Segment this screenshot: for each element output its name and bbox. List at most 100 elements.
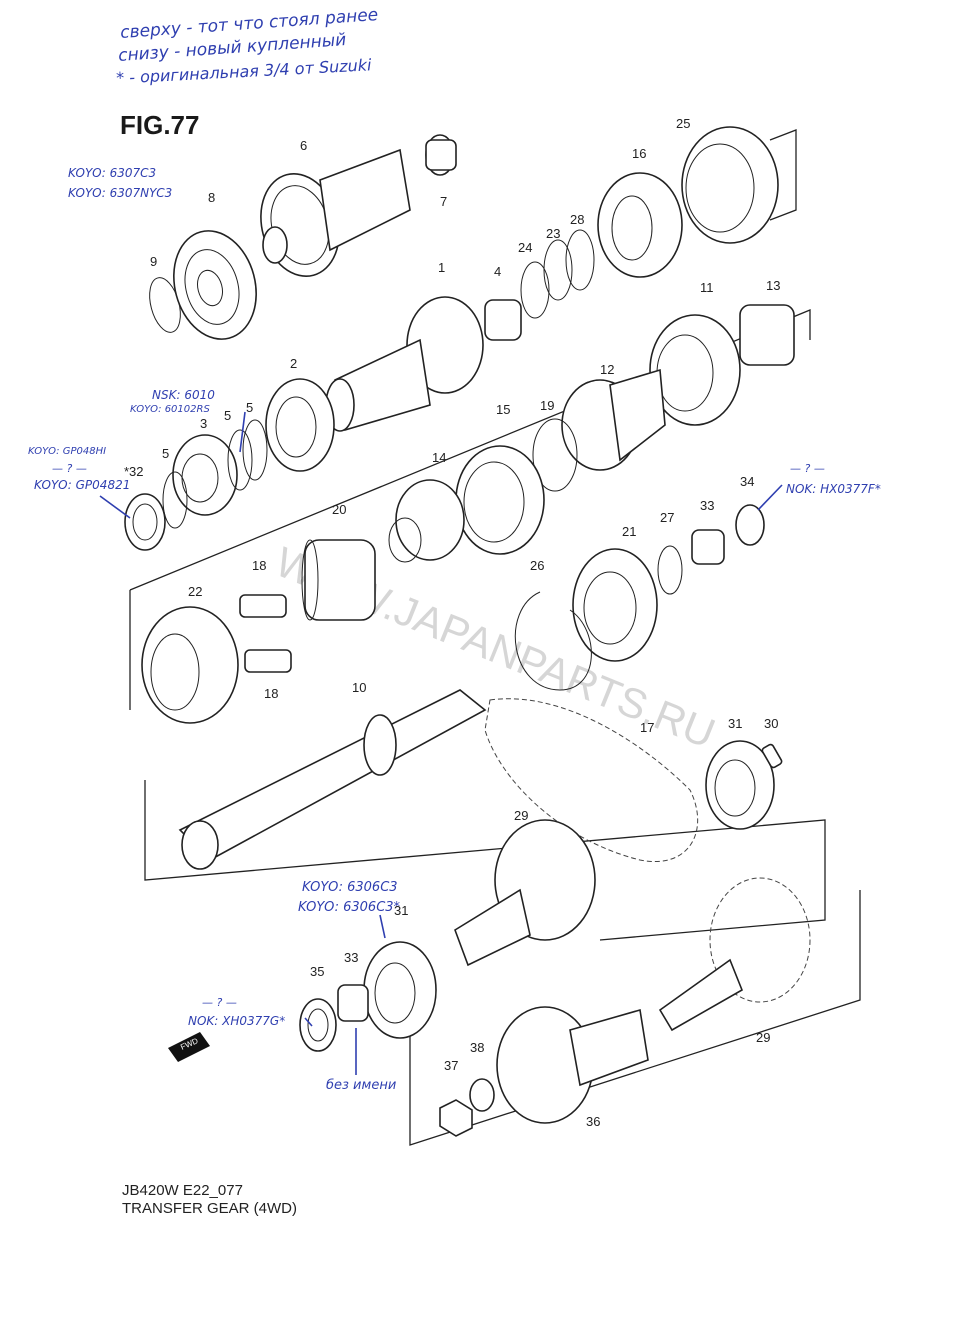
part-21-bearing xyxy=(572,548,658,662)
part-26-circlip xyxy=(514,591,592,691)
note-nok-hx0377f: NOK: HX0377F* xyxy=(786,482,881,496)
callout-22: 22 xyxy=(188,584,202,599)
part-2-bearing xyxy=(265,378,335,472)
note-question-left: — ? — xyxy=(52,462,87,475)
callout-36: 36 xyxy=(586,1114,600,1129)
callout-1: 1 xyxy=(438,260,445,275)
fwd-arrow-icon: FWD xyxy=(168,1032,210,1062)
callout-11: 11 xyxy=(700,280,714,295)
note-question-right: — ? — xyxy=(790,462,825,475)
part-36-flange xyxy=(496,1006,649,1124)
callout-31b: 31 xyxy=(394,903,408,918)
callout-20: 20 xyxy=(332,502,346,517)
callout-23: 23 xyxy=(546,226,560,241)
part-20-needle-bearing xyxy=(301,539,376,621)
callout-26: 26 xyxy=(530,558,544,573)
callout-17: 17 xyxy=(640,720,654,735)
part-30-pin xyxy=(761,743,783,769)
note-koyo-gp048hi: KOYO: GP048HI xyxy=(28,446,107,457)
part-13-needle-bearing xyxy=(739,304,795,366)
callout-6: 6 xyxy=(300,138,307,153)
part-10-main-shaft xyxy=(178,689,487,870)
callout-9: 9 xyxy=(150,254,157,269)
part-16-gear xyxy=(597,172,683,278)
callout-16: 16 xyxy=(632,146,646,161)
callout-5c: 5 xyxy=(162,446,169,461)
callout-38: 38 xyxy=(470,1040,484,1055)
section-frames xyxy=(129,129,861,1146)
callout-7: 7 xyxy=(440,194,447,209)
note-koyo-6306-new: KOYO: 6306C3* xyxy=(298,900,401,915)
callout-13: 13 xyxy=(766,278,780,293)
callout-28: 28 xyxy=(570,212,584,227)
part-19-ring xyxy=(532,418,578,492)
callout-3: 3 xyxy=(200,416,207,431)
callout-29a: 29 xyxy=(514,808,528,823)
callout-32: *32 xyxy=(124,464,144,479)
callout-14: 14 xyxy=(432,450,446,465)
callout-29b: 29 xyxy=(756,1030,770,1045)
callout-18b: 18 xyxy=(264,686,278,701)
callout-labels: 1 2 3 4 5 5 5 6 7 8 9 10 11 12 13 14 15 … xyxy=(124,116,780,1129)
callout-5a: 5 xyxy=(224,408,231,423)
part-6-gear-shaft xyxy=(260,148,411,277)
part-29-sprocket-dashed xyxy=(658,877,811,1032)
callout-21: 21 xyxy=(622,524,636,539)
part-35-seal xyxy=(299,998,337,1052)
callout-2: 2 xyxy=(290,356,297,371)
note-koyo-60102rs: KOYO: 60102RS xyxy=(130,404,210,415)
part-22-gear xyxy=(141,606,239,724)
part-3-bearing xyxy=(172,434,238,516)
note-koyo-gp04821: KOYO: GP04821 xyxy=(34,478,131,492)
callout-35: 35 xyxy=(310,964,324,979)
part-27-snap-ring xyxy=(657,545,683,595)
part-8-bearing xyxy=(173,230,257,340)
callout-33b: 33 xyxy=(344,950,358,965)
part-31-bearing-bottom xyxy=(363,941,437,1039)
part-34-seal xyxy=(735,504,765,546)
callout-12: 12 xyxy=(600,362,614,377)
callout-5b: 5 xyxy=(246,400,253,415)
part-38-washer xyxy=(469,1078,495,1112)
callout-18a: 18 xyxy=(252,558,266,573)
part-29-sprocket-shaft xyxy=(454,819,596,967)
callout-15: 15 xyxy=(496,402,510,417)
callout-8: 8 xyxy=(208,190,215,205)
part-37-nut xyxy=(439,1099,473,1137)
callout-27: 27 xyxy=(660,510,674,525)
callout-4: 4 xyxy=(494,264,501,279)
figure-title: FIG.77 xyxy=(120,110,200,140)
callout-37: 37 xyxy=(444,1058,458,1073)
note-koyo-6307-old: KOYO: 6307C3 xyxy=(68,166,157,180)
note-nok-xh0377g: NOK: XH0377G* xyxy=(188,1014,286,1028)
callout-33a: 33 xyxy=(700,498,714,513)
callout-34: 34 xyxy=(740,474,754,489)
callout-19: 19 xyxy=(540,398,554,413)
footer-title: TRANSFER GEAR (4WD) xyxy=(122,1200,298,1217)
part-33-needle-bearing-top xyxy=(691,529,725,565)
part-32-seal xyxy=(124,493,166,551)
note-koyo-6307-new: KOYO: 6307NYC3 xyxy=(68,186,173,200)
part-12-hub xyxy=(561,368,666,471)
note-question-bottom: — ? — xyxy=(202,996,237,1009)
part-25-sleeve xyxy=(681,126,779,244)
callout-24: 24 xyxy=(518,240,532,255)
callout-31a: 31 xyxy=(728,716,742,731)
note-koyo-6306-old: KOYO: 6306C3 xyxy=(302,880,398,895)
footer-code: JB420W E22_077 xyxy=(122,1182,243,1199)
part-33-needle-bearing-bottom xyxy=(337,984,369,1022)
part-17-chain xyxy=(484,698,699,862)
callout-10: 10 xyxy=(352,680,366,695)
callout-30: 30 xyxy=(764,716,778,731)
callout-25: 25 xyxy=(676,116,690,131)
note-no-name: без имени xyxy=(326,1078,397,1093)
part-18-half-bearings xyxy=(239,594,292,673)
part-1-shaft-gear xyxy=(325,296,484,432)
parts-23-24-28-rings xyxy=(520,229,595,319)
annotation-arrows xyxy=(99,411,783,1075)
part-4-needle-bearing xyxy=(484,299,522,341)
part-14-hub xyxy=(388,479,465,563)
part-31-bearing-top xyxy=(705,740,775,830)
